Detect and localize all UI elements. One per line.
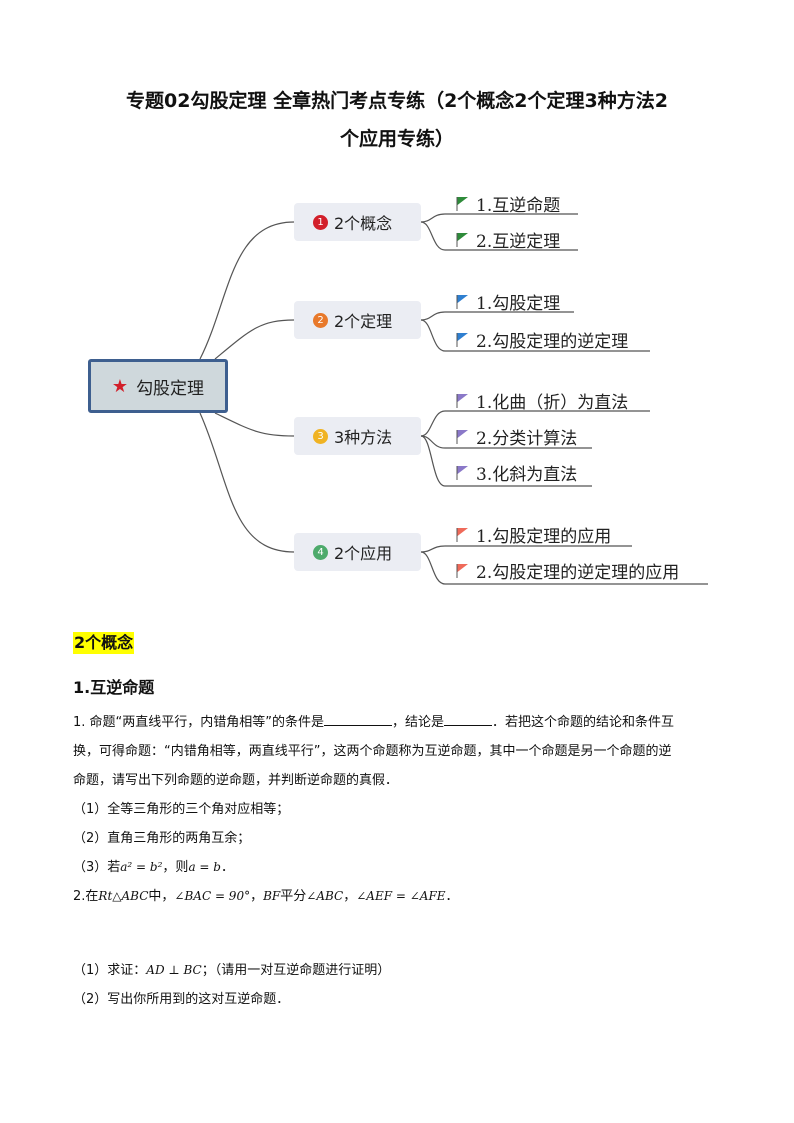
flag-icon [456, 294, 468, 309]
leaf-item: 1.互逆命题 [456, 191, 560, 216]
q1-line-2: 换，可得命题：“内错角相等，两直线平行”，这两个命题称为互逆命题，其中一个命题是… [73, 744, 672, 759]
star-icon: ★ [111, 375, 129, 397]
title-line-2: 个应用专练） [339, 128, 454, 150]
leaf-label: 2.勾股定理的逆定理 [476, 332, 629, 352]
question-2-parts: （1）求证：AD ⊥ BC；（请用一对互逆命题进行证明） （2）写出你所用到的这… [73, 956, 723, 1014]
number-4-icon: 4 [313, 544, 328, 560]
flag-icon [456, 527, 468, 542]
sub-heading: 1.互逆命题 [73, 678, 155, 697]
leaf-label: 1.化曲（折）为直法 [476, 393, 629, 413]
leaf-item: 1.化曲（折）为直法 [456, 388, 628, 413]
leaf-item: 1.勾股定理的应用 [456, 522, 611, 547]
answer-blank[interactable] [444, 711, 493, 726]
branch-concepts: 1 2个概念 [294, 203, 421, 241]
title-line-1: 专题02勾股定理 全章热门考点专练（2个概念2个定理3种方法2 [126, 90, 668, 112]
leaf-item: 2.分类计算法 [456, 424, 577, 449]
leaf-item: 2.勾股定理的逆定理的应用 [456, 558, 679, 583]
math-expression: Rt△ABC [98, 889, 149, 903]
leaf-label: 1.勾股定理 [476, 294, 561, 314]
section-heading: 2个概念 [73, 632, 135, 654]
math-expression: AD ⊥ BC [146, 963, 202, 977]
q1-line-3: 命题，请写出下列命题的逆命题，并判断逆命题的真假． [73, 773, 399, 788]
q1-line-1: 1. 命题“两直线平行，内错角相等”的条件是，结论是．若把这个命题的结论和条件互 [73, 708, 723, 737]
flag-icon [456, 465, 468, 480]
leaf-label: 2.分类计算法 [476, 429, 578, 449]
flag-icon [456, 429, 468, 444]
leaf-label: 1.互逆命题 [476, 196, 561, 216]
mind-map-connectors [199, 213, 708, 585]
answer-blank[interactable] [324, 711, 393, 726]
q1-item-3: （3）若a² = b²，则a = b． [73, 860, 234, 875]
math-expression: BF [263, 889, 281, 903]
mind-map-root: ★ 勾股定理 [88, 359, 228, 413]
leaf-label: 2.互逆定理 [476, 232, 561, 252]
mind-map: ★ 勾股定理 1 2个概念 1.互逆命题 2.互逆定理 2 2个定理 1.勾股定… [88, 191, 708, 585]
q2-part-2: （2）写出你所用到的这对互逆命题． [73, 992, 290, 1007]
branch-applications: 4 2个应用 [294, 533, 421, 571]
flag-icon [456, 232, 468, 247]
branch-methods: 3 3种方法 [294, 417, 421, 455]
number-2-icon: 2 [313, 312, 328, 328]
leaf-label: 3.化斜为直法 [476, 465, 578, 485]
branch-label: 3种方法 [334, 428, 393, 447]
leaf-item: 3.化斜为直法 [456, 460, 577, 485]
leaf-item: 2.勾股定理的逆定理 [456, 327, 628, 352]
number-1-icon: 1 [313, 214, 328, 230]
flag-icon [456, 393, 468, 408]
leaf-item: 2.互逆定理 [456, 227, 560, 252]
q2-line-1: 2.在Rt△ABC中，∠BAC = 90°，BF平分∠ABC，∠AEF = ∠A… [73, 889, 459, 904]
math-expression: ∠BAC = 90° [174, 889, 251, 903]
flag-icon [456, 563, 468, 578]
branch-label: 2个概念 [334, 214, 393, 233]
number-3-icon: 3 [313, 428, 328, 444]
root-label: 勾股定理 [136, 378, 205, 399]
branch-label: 2个应用 [334, 544, 393, 563]
document-title: 专题02勾股定理 全章热门考点专练（2个概念2个定理3种方法2 个应用专练） [60, 82, 734, 158]
q1-item-1: （1）全等三角形的三个角对应相等； [73, 802, 290, 817]
q1-item-2: （2）直角三角形的两角互余； [73, 831, 251, 846]
leaf-item: 1.勾股定理 [456, 289, 560, 314]
question-1: 1. 命题“两直线平行，内错角相等”的条件是，结论是．若把这个命题的结论和条件互… [73, 708, 723, 911]
q2-part-1: （1）求证：AD ⊥ BC；（请用一对互逆命题进行证明） [73, 963, 391, 978]
branch-theorems: 2 2个定理 [294, 301, 421, 339]
branch-label: 2个定理 [334, 312, 393, 331]
math-expression: ∠AEF = ∠AFE [356, 889, 446, 903]
flag-icon [456, 332, 468, 347]
flag-icon [456, 196, 468, 211]
math-expression: ∠ABC [306, 889, 344, 903]
leaf-label: 1.勾股定理的应用 [476, 527, 612, 547]
math-expression: a = b [188, 860, 221, 874]
math-expression: a² = b² [120, 860, 163, 874]
leaf-label: 2.勾股定理的逆定理的应用 [476, 563, 680, 583]
